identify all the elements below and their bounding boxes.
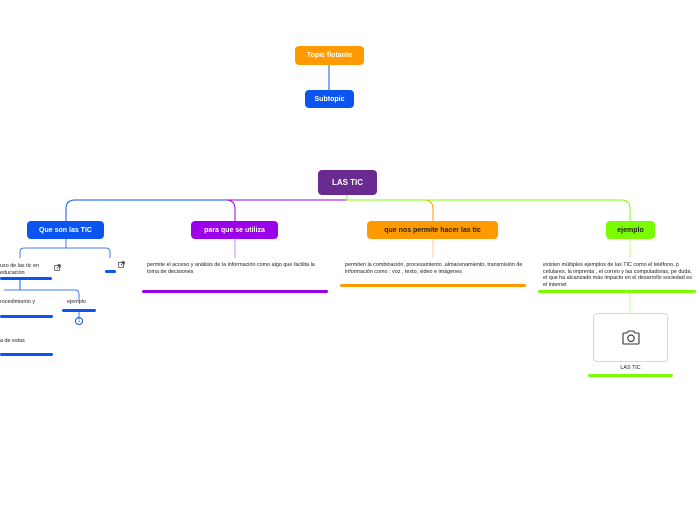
image-caption-underline <box>588 374 673 377</box>
external-link-icon[interactable] <box>118 261 125 268</box>
branch-1-child-estas[interactable]: a de estas <box>0 338 25 344</box>
branch-ejemplo[interactable]: ejemplo <box>606 221 655 239</box>
floating-subtopic[interactable]: Subtopic <box>305 90 354 108</box>
image-caption: LAS TIC <box>620 365 641 371</box>
collapse-count-badge[interactable]: 1 <box>75 317 83 325</box>
branch-1-child-uso-underline <box>0 277 52 280</box>
branch-4-text[interactable]: existen múltiples ejemplos de las TIC co… <box>543 262 692 288</box>
branch-1-child-uso[interactable]: uso de las tic en educación <box>0 263 39 276</box>
branch-1-child-ejemplo[interactable]: ejemplo <box>67 299 86 305</box>
camera-icon <box>621 330 640 345</box>
branch-que-son-las-tic[interactable]: Que son las TIC <box>27 221 104 239</box>
branch-1-child-empty-underline <box>105 270 116 273</box>
branch-3-text[interactable]: permiten la combinación, procesamiento ,… <box>345 262 523 275</box>
floating-topic[interactable]: Topic flotante <box>295 46 364 65</box>
branch-2-underline <box>142 290 328 293</box>
branch-4-underline <box>538 290 696 293</box>
branch-1-child-procedimiento-underline <box>0 315 53 318</box>
central-topic[interactable]: LAS TIC <box>318 170 377 195</box>
image-node[interactable] <box>593 313 668 362</box>
branch-1-child-ejemplo-underline <box>62 309 96 312</box>
external-link-icon[interactable] <box>54 264 61 271</box>
branch-para-que-se-utiliza[interactable]: para que se utiliza <box>191 221 278 239</box>
branch-3-underline <box>340 284 526 287</box>
branch-que-nos-permite-hacer[interactable]: que nos permite hacer las tic <box>367 221 498 239</box>
branch-1-child-procedimiento[interactable]: rocedimiento y <box>0 299 36 305</box>
branch-1-child-estas-underline <box>0 353 53 356</box>
branch-2-text[interactable]: permite el acceso y análisis de la infor… <box>147 262 315 275</box>
